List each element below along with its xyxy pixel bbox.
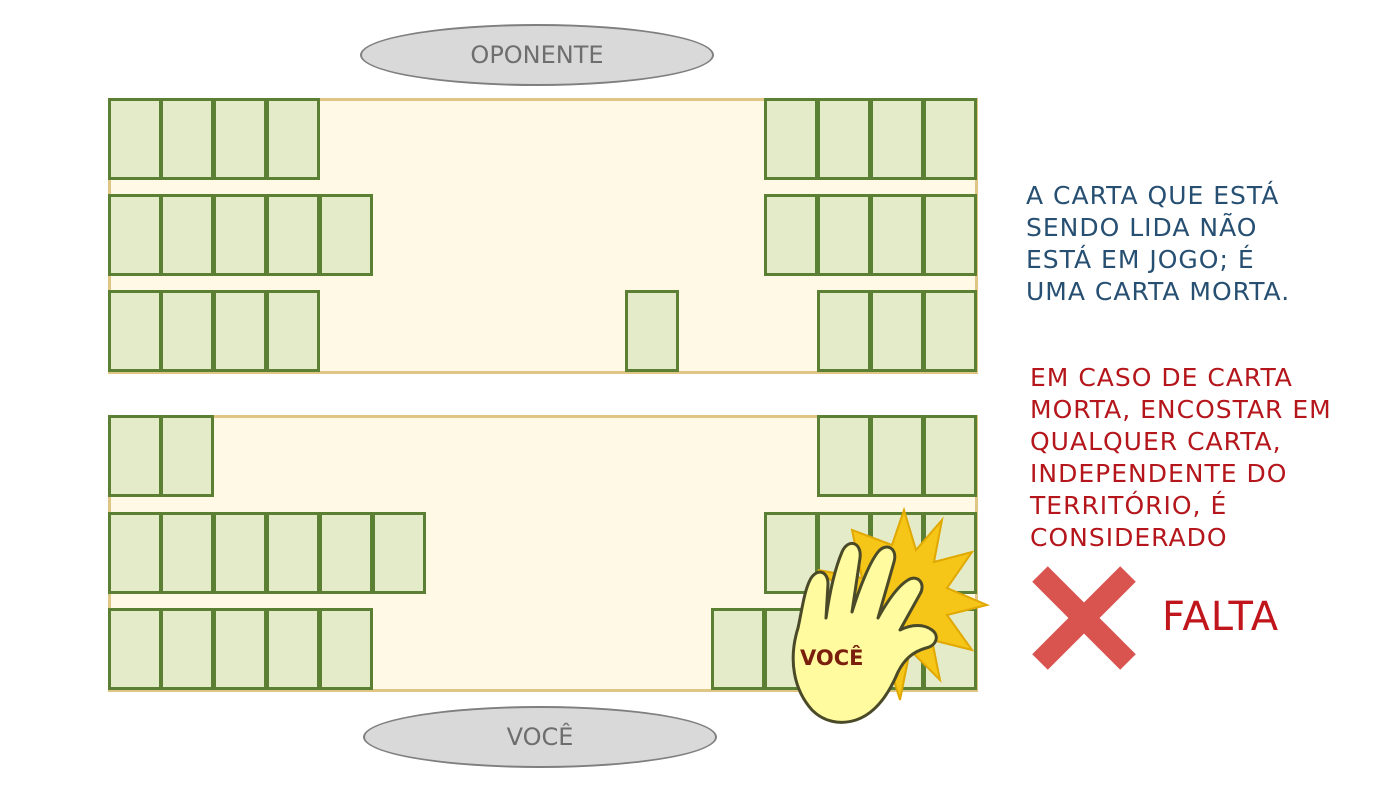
card [266,608,320,690]
card [923,98,977,180]
card [108,415,162,497]
note-line: CONSIDERADO [1030,523,1228,552]
card [817,290,871,372]
note-line: QUALQUER CARTA, [1030,427,1282,456]
card [319,194,373,276]
card [372,512,426,594]
hand-label: VOCÊ [800,646,864,670]
card [266,194,320,276]
card [108,194,162,276]
card [817,415,871,497]
note-line: INDEPENDENTE DO [1030,459,1288,488]
card [160,194,214,276]
card [923,194,977,276]
card [266,98,320,180]
card [108,98,162,180]
opponent-label-text: OPONENTE [470,41,604,69]
note-line: UMA CARTA MORTA. [1026,277,1291,306]
card [108,290,162,372]
slapping-hand-icon [791,506,991,724]
dead-card [625,290,679,372]
card [108,512,162,594]
opponent-label: OPONENTE [360,24,714,86]
dead-card-note: A CARTA QUE ESTÁ SENDO LIDA NÃO ESTÁ EM … [1026,180,1356,308]
card [266,512,320,594]
card [213,512,267,594]
note-line: TERRITÓRIO, É [1030,491,1228,520]
card [764,194,818,276]
card [923,415,977,497]
card [160,608,214,690]
card [160,512,214,594]
player-label: VOCÊ [363,706,717,768]
card [923,290,977,372]
card [870,98,924,180]
red-x-icon [1032,566,1136,670]
card [319,512,373,594]
card [160,98,214,180]
card [870,290,924,372]
note-line: ESTÁ EM JOGO; É [1026,245,1255,274]
card [213,608,267,690]
card [213,98,267,180]
card [266,290,320,372]
card [870,415,924,497]
foul-verdict: FALTA [1162,594,1280,640]
card [764,98,818,180]
card [319,608,373,690]
foul-rule-note: EM CASO DE CARTA MORTA, ENCOSTAR EM QUAL… [1030,362,1360,554]
card [108,608,162,690]
note-line: SENDO LIDA NÃO [1026,213,1258,242]
card [711,608,765,690]
card [213,194,267,276]
card [870,194,924,276]
player-label-text: VOCÊ [506,723,574,751]
card [817,194,871,276]
card [160,290,214,372]
card [160,415,214,497]
card [213,290,267,372]
note-line: A CARTA QUE ESTÁ [1026,181,1280,210]
card [817,98,871,180]
note-line: EM CASO DE CARTA [1030,363,1293,392]
note-line: MORTA, ENCOSTAR EM [1030,395,1332,424]
